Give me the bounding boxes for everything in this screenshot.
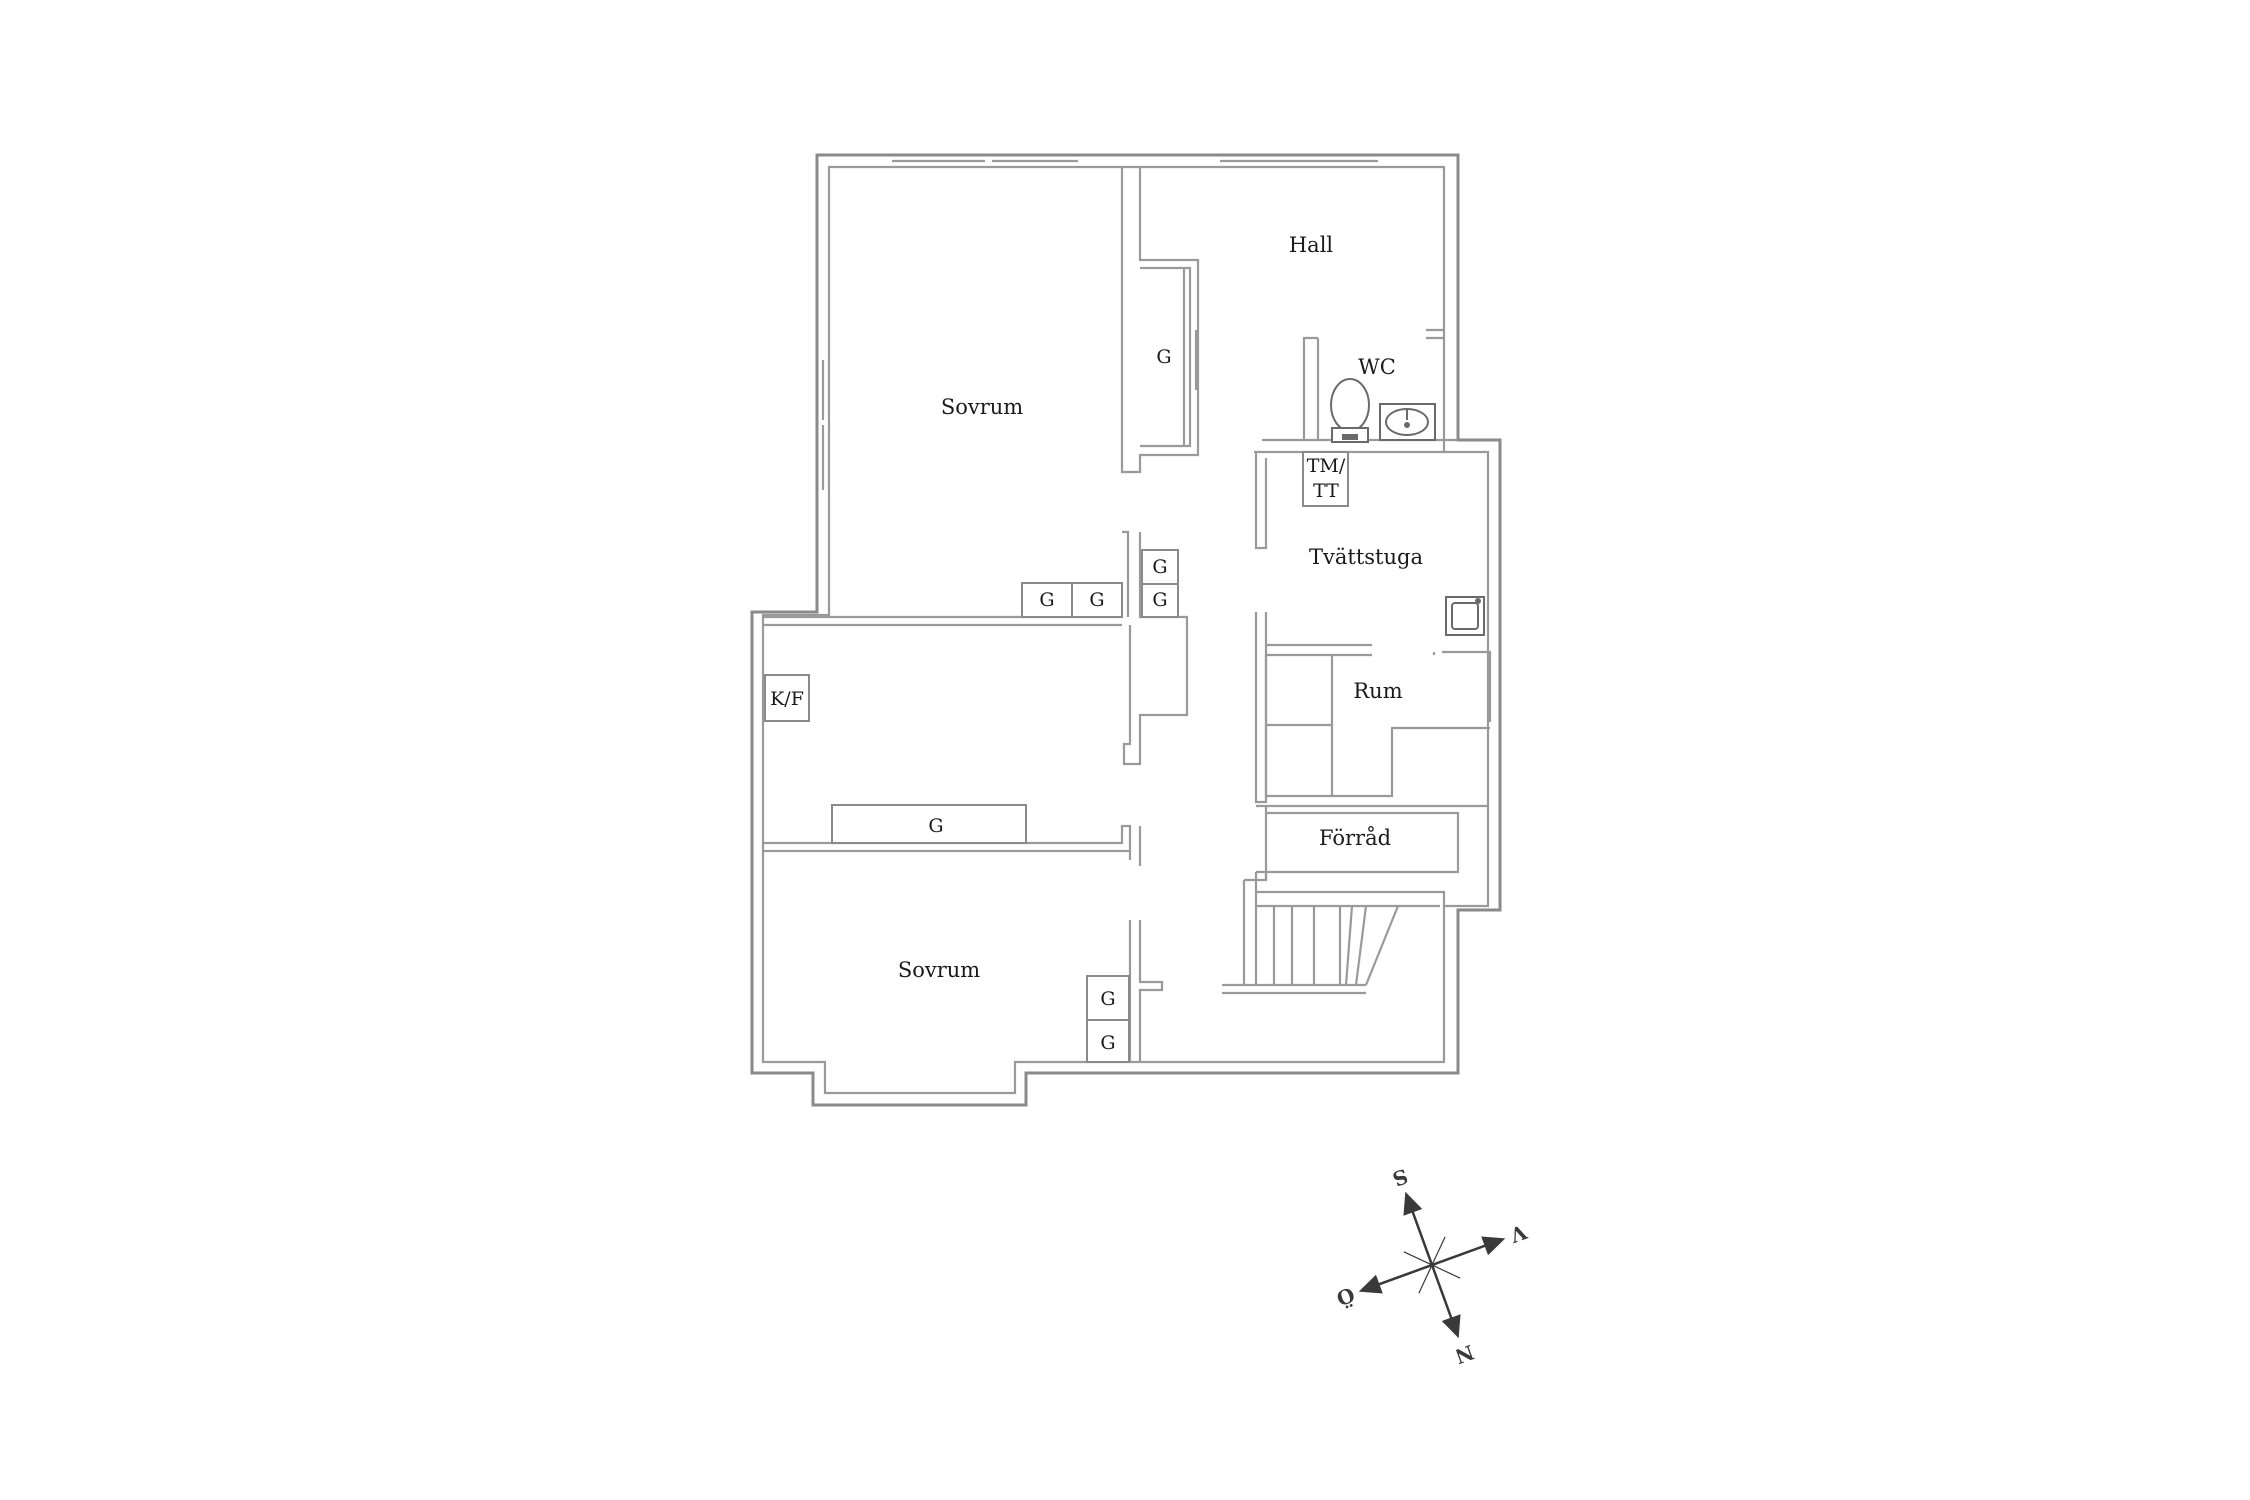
toilet-icon xyxy=(1330,378,1370,443)
compass-south: S xyxy=(1389,1164,1411,1191)
utility-sink-icon xyxy=(1445,596,1485,636)
closet-label-s2: G xyxy=(1089,589,1104,611)
windows xyxy=(821,159,1378,490)
room-label-sovrum-top: Sovrum xyxy=(941,395,1023,419)
fixtures xyxy=(764,378,1485,1063)
room-label-forrad: Förråd xyxy=(1319,826,1391,850)
room-label-hall: Hall xyxy=(1289,233,1334,257)
closet-label-mid: G xyxy=(928,815,943,837)
closet-label-s4: G xyxy=(1152,589,1167,611)
compass-arrow-right xyxy=(1481,1236,1506,1256)
compass-rose: S N Ö V xyxy=(1333,1164,1531,1369)
closet-label-hall: G xyxy=(1156,346,1171,368)
room-label-rum: Rum xyxy=(1353,679,1402,703)
compass-arrow-down xyxy=(1441,1314,1461,1339)
compass-arrow-up xyxy=(1403,1191,1423,1216)
compass-arrow-left xyxy=(1358,1274,1383,1294)
interior-walls xyxy=(763,167,1492,1062)
room-label-sovrum-bottom: Sovrum xyxy=(898,958,980,982)
room-label-tm-tt-line1: TM/ xyxy=(1307,455,1346,477)
closet-label-b2: G xyxy=(1100,1032,1115,1054)
compass-north: N xyxy=(1452,1340,1477,1369)
closet-label-b1: G xyxy=(1100,988,1115,1010)
washbasin-icon xyxy=(1379,403,1436,441)
room-label-tvattstuga: Tvättstuga xyxy=(1309,545,1423,569)
outer-wall-inner-line xyxy=(761,165,1490,1095)
outer-wall xyxy=(750,153,1502,1107)
room-label-tm-tt-line2: TT xyxy=(1313,480,1339,502)
closet-label-s1: G xyxy=(1039,589,1054,611)
compass-east: Ö xyxy=(1333,1282,1358,1311)
room-label-kf: K/F xyxy=(770,688,804,710)
room-label-wc: WC xyxy=(1358,355,1396,379)
compass-west: V xyxy=(1507,1219,1531,1247)
closet-label-s3: G xyxy=(1152,556,1167,578)
